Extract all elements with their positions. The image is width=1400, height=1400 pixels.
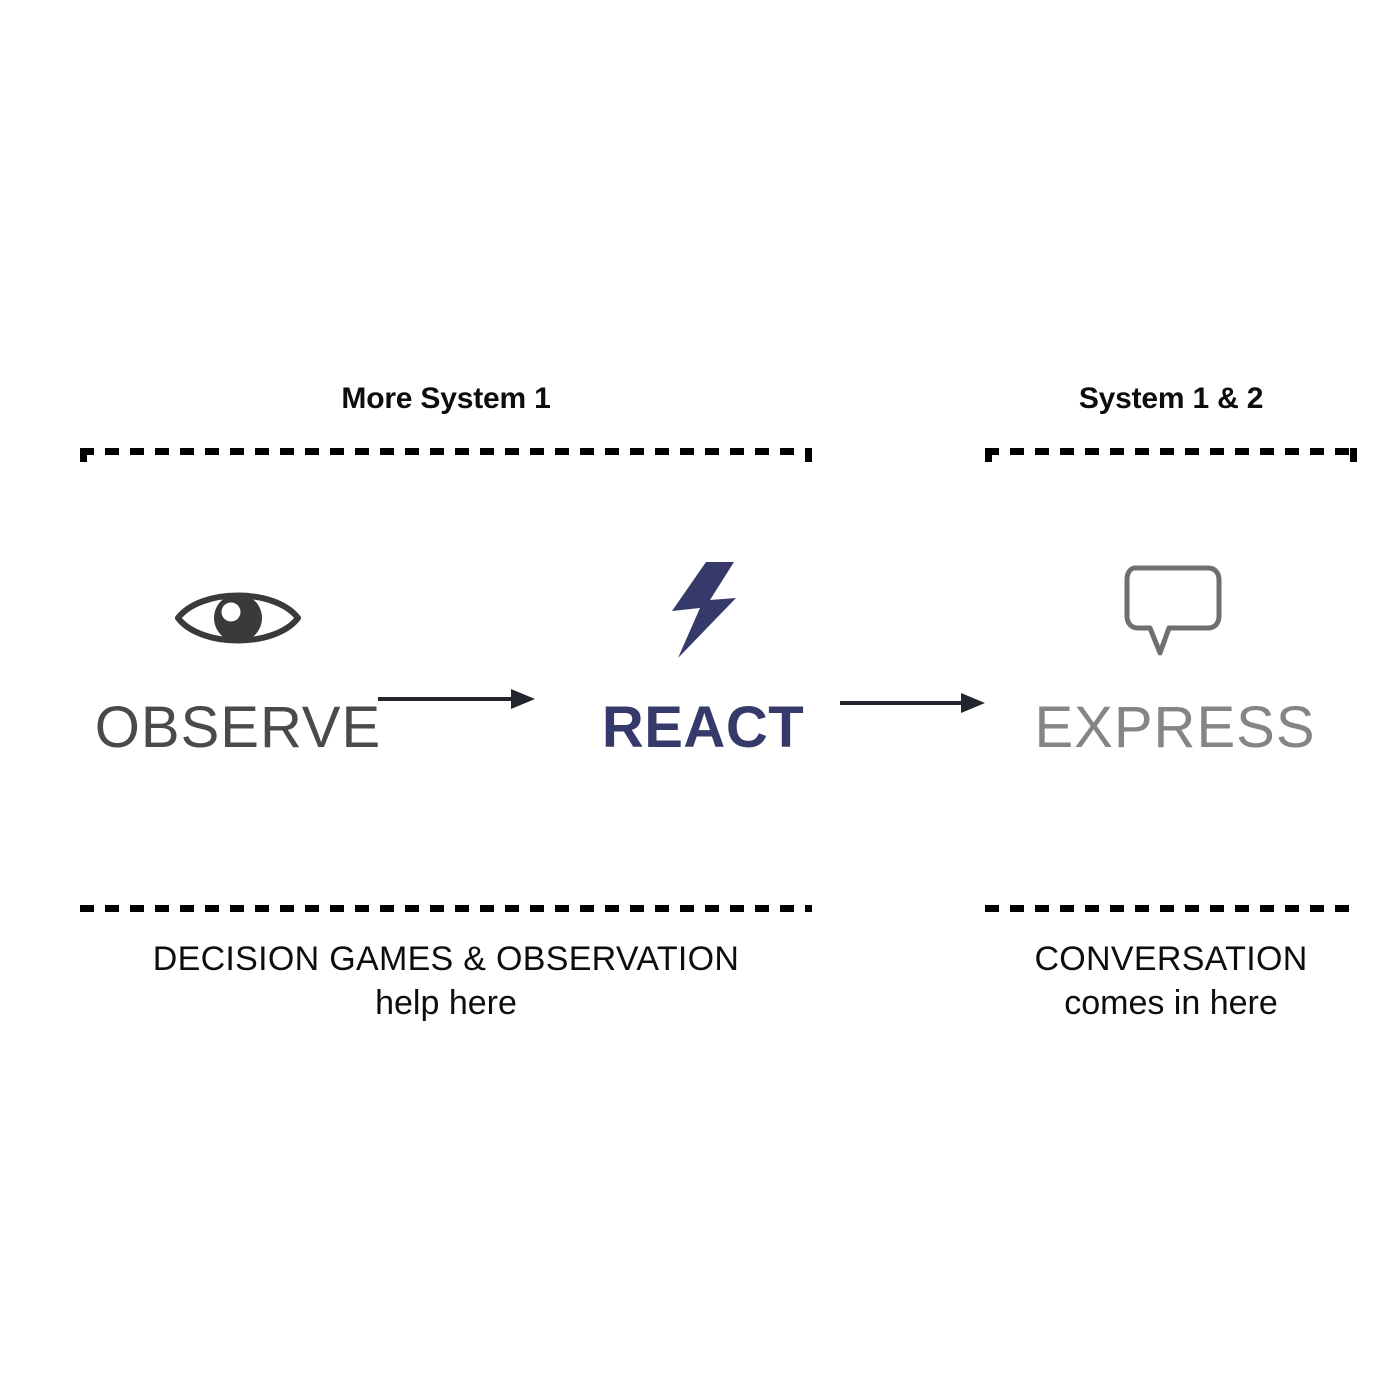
caption-right: CONVERSATION comes in here xyxy=(965,938,1377,1025)
box-right-top-border xyxy=(985,448,1357,455)
speech-bubble-icon xyxy=(1030,550,1320,660)
caption-left-line2: help here xyxy=(375,983,517,1022)
group-header-left: More System 1 xyxy=(341,382,551,415)
box-right-left-border xyxy=(985,448,992,912)
box-left-bottom-border xyxy=(80,905,812,912)
arrow-react-to-express xyxy=(840,690,988,716)
arrow-observe-to-react xyxy=(378,686,538,712)
stage-label-observe: OBSERVE xyxy=(94,695,382,760)
dashed-box-left xyxy=(80,448,812,912)
caption-right-line2: comes in here xyxy=(1064,983,1278,1022)
caption-left: DECISION GAMES & OBSERVATION help here xyxy=(60,938,832,1025)
box-right-right-border xyxy=(1350,448,1357,912)
box-right-bottom-border xyxy=(985,905,1357,912)
caption-left-line1: DECISION GAMES & OBSERVATION xyxy=(152,940,740,978)
dashed-box-right xyxy=(985,448,1357,912)
lightning-bolt-icon xyxy=(568,550,838,660)
caption-right-line1: CONVERSATION xyxy=(1034,940,1308,978)
eye-icon xyxy=(78,550,398,660)
box-left-right-border xyxy=(805,448,812,912)
box-left-left-border xyxy=(80,448,87,912)
stage-label-express: EXPRESS xyxy=(1034,695,1316,760)
stage-label-react: REACT xyxy=(601,695,805,760)
stage-express: EXPRESS xyxy=(1030,550,1320,759)
stage-observe: OBSERVE xyxy=(78,550,398,759)
stage-react: REACT xyxy=(568,550,838,759)
group-header-right: System 1 & 2 xyxy=(1078,382,1264,415)
box-left-top-border xyxy=(80,448,812,455)
